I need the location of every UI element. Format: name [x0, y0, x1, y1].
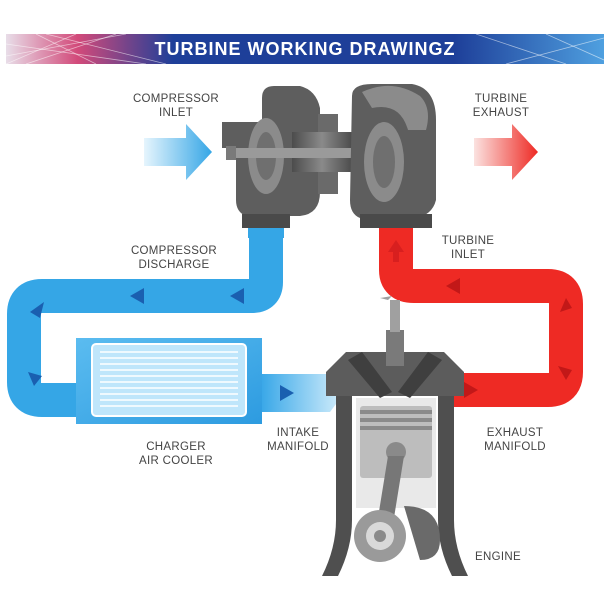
- label-exhaust-manifold: EXHAUST MANIFOLD: [484, 427, 546, 453]
- label-charger-air-cooler: CHARGER AIR COOLER: [139, 441, 213, 467]
- turbine-exhaust-arrow: [474, 124, 538, 180]
- banner-background: [6, 34, 604, 64]
- page-title: TURBINE WORKING DRAWINGZ: [154, 39, 456, 59]
- label-compressor-discharge: COMPRESSOR DISCHARGE: [130, 245, 218, 271]
- engine: [322, 296, 468, 576]
- label-turbine-inlet: TURBINE INLET: [441, 235, 495, 261]
- label-compressor-inlet: COMPRESSOR INLET: [132, 93, 220, 119]
- label-turbine-exhaust: TURBINE EXHAUST: [472, 93, 530, 119]
- turbocharger: [222, 84, 436, 228]
- flow-arrows-hot: [446, 278, 572, 398]
- label-engine: ENGINE: [475, 551, 521, 563]
- header-banner: TURBINE WORKING DRAWINGZ: [6, 34, 604, 64]
- intake-manifold-pipe: [262, 374, 345, 412]
- compressor-inlet-arrow: [144, 124, 212, 180]
- cold-air-pipe: [7, 222, 284, 417]
- label-intake-manifold: INTAKE MANIFOLD: [267, 427, 329, 453]
- charger-air-cooler: [76, 338, 262, 424]
- flow-arrows-cold: [28, 288, 294, 401]
- turbine-inlet-up-arrow: [388, 240, 404, 262]
